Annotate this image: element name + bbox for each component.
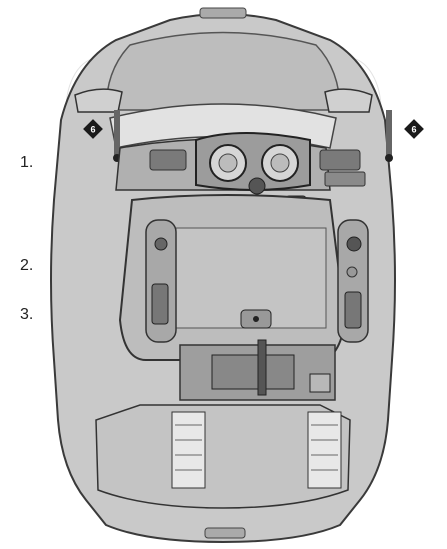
steering-hub xyxy=(248,177,266,195)
right-door-switch xyxy=(344,291,362,329)
right-door-knob xyxy=(346,236,362,252)
hood xyxy=(105,31,341,111)
callout-right-label: 6 xyxy=(411,125,416,135)
left-gauge-inner xyxy=(218,153,238,173)
rear-bumper-plate xyxy=(204,527,246,539)
right-vent xyxy=(319,149,361,171)
battery-box xyxy=(211,354,295,390)
step-3-label: 3. xyxy=(20,306,34,323)
left-vent xyxy=(149,149,187,171)
step-2-label: 2. xyxy=(20,257,34,274)
rear-deck xyxy=(95,404,351,509)
right-mirror-screw xyxy=(385,154,393,162)
gear-stick xyxy=(257,339,267,396)
battery-plug xyxy=(309,373,331,393)
center-connector-bolt xyxy=(253,316,259,322)
callout-right: 6 xyxy=(404,119,424,139)
radio-panel xyxy=(324,171,366,187)
callout-left-label: 6 xyxy=(90,125,95,135)
right-rear-vent xyxy=(307,411,342,489)
front-grille xyxy=(199,7,247,19)
right-door-lock xyxy=(346,266,358,278)
right-mirror xyxy=(324,88,373,113)
right-mirror-stalk xyxy=(386,110,392,158)
right-gauge-inner xyxy=(270,153,290,173)
left-rear-vent xyxy=(171,411,206,489)
left-door-knob xyxy=(154,237,168,251)
left-mirror xyxy=(74,88,123,113)
left-door-handle xyxy=(151,283,169,325)
callout-left: 6 xyxy=(83,119,103,139)
rear-vent-slats xyxy=(175,424,338,471)
left-mirror-stalk xyxy=(114,110,120,158)
step-1-label: 1. xyxy=(20,154,34,171)
